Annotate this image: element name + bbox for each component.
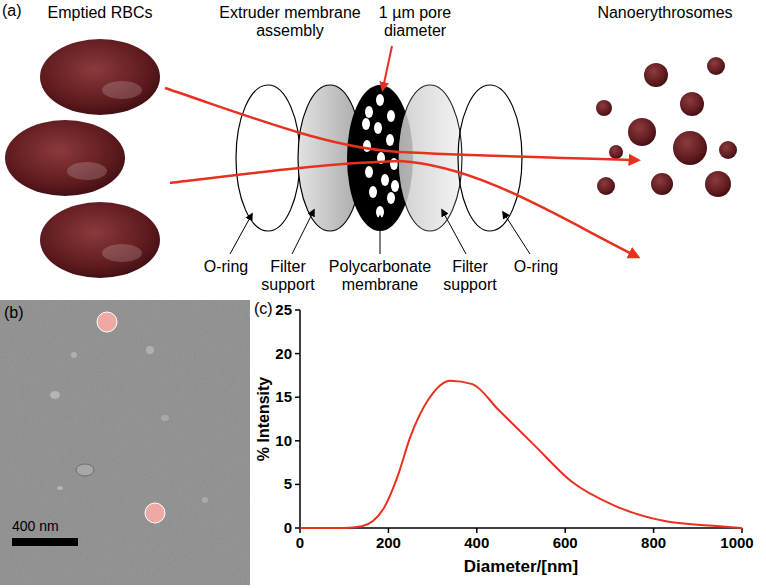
tick-mark [295,484,300,486]
nanoerythrosome [596,100,612,116]
red-blood-cell [5,120,125,196]
axis-title: Diameter/[nm] [411,558,631,576]
sem-image [0,300,250,585]
tick-label: 200 [363,534,413,552]
tick-mark [564,528,566,533]
sem-speck [71,352,77,358]
extruder-assembly [236,85,522,231]
membrane-pore [369,186,377,198]
pore-pointer [383,46,392,88]
part-label: O-ring [501,258,571,276]
sem-speck [50,391,60,399]
filter-support-shape [398,85,462,231]
nanoerythrosome [719,141,737,159]
sem-speck [202,497,208,503]
membrane-pore [363,140,371,152]
membrane-pore [387,192,395,204]
nanoerythrosome [651,173,673,195]
part-label: 1 µm pore diameter [365,4,465,40]
part-label: Filter support [257,258,319,294]
panel-letter: (c) [254,300,273,318]
nanoerythrosome-particle [145,503,165,523]
rbc-group [5,39,160,278]
scale-bar [12,538,78,546]
o-ring-shape [236,85,300,231]
membrane-pore [365,106,373,118]
tick-label: 400 [452,534,502,552]
tick-label: 20 [252,345,292,363]
nanoerythrosome [680,92,704,116]
part-label: Filter support [439,258,501,294]
cell-highlight [102,244,142,262]
scale-label: 400 nm [12,517,59,535]
red-blood-cell [40,202,160,278]
tick-label: 0 [275,534,325,552]
nanoerythrosome [628,118,656,146]
membrane-pore [386,134,394,146]
part-label: Nanoerythrosomes [580,4,750,22]
tick-label: 1000 [712,534,762,552]
part-label: O-ring [191,258,261,276]
y-axis [299,310,301,528]
membrane-pore [374,122,382,134]
cell-highlight [67,162,107,180]
leader-arrow [292,210,314,254]
tick-label: 0 [252,519,292,537]
sem-texture [0,300,250,585]
leader-arrow [230,214,252,254]
tick-mark [388,528,390,533]
o-ring-shape [458,85,522,231]
nanoerythrosome [597,177,615,195]
x-axis [300,527,742,529]
sem-speck [57,486,63,490]
nanoerythrosome [707,57,725,75]
membrane-pore [365,166,373,178]
flow-line [165,88,636,160]
flow-line [170,161,636,256]
leader-arrows [230,210,530,254]
part-label: Emptied RBCs [30,4,170,22]
part-label: Extruder membrane assembly [217,4,363,40]
cell-highlight [102,81,142,99]
membrane-pore [381,174,389,186]
nanoerythrosome [673,131,707,165]
tick-label: 600 [540,534,590,552]
membrane-pore [387,110,395,122]
membrane-pore [391,180,399,192]
part-label: Polycarbonate membrane [324,258,436,294]
sem-speck [161,415,169,421]
sem-background [0,300,250,585]
tick-mark [653,528,655,533]
nanoerythrosome [609,145,623,159]
membrane-pore [390,158,398,170]
membrane-pore [362,118,370,130]
tick-mark [476,528,478,533]
nanoerythrosome [705,171,731,197]
nanoerythrosome-group [596,57,737,197]
leader-arrow [442,210,466,254]
tick-label: 5 [252,475,292,493]
membrane-pore [376,94,384,106]
red-blood-cell [40,39,160,115]
tick-mark [295,353,300,355]
tick-label: 800 [629,534,679,552]
axis-title: % Intensity [255,377,273,461]
size-distribution-chart [295,310,742,533]
panel-letter: (b) [4,304,24,322]
membrane-pores [362,94,399,218]
sem-speck [76,464,94,476]
nanoerythrosome-particle [97,312,117,332]
tick-label: 25 [252,301,292,319]
intensity-curve [300,381,742,528]
tick-mark [295,309,300,311]
tick-mark [295,396,300,398]
tick-mark [295,440,300,442]
sem-speck [146,346,154,354]
leader-arrow [503,212,530,254]
panel-letter: (a) [2,2,22,20]
leader-arrow [380,216,381,254]
nanoerythrosome [644,63,668,87]
